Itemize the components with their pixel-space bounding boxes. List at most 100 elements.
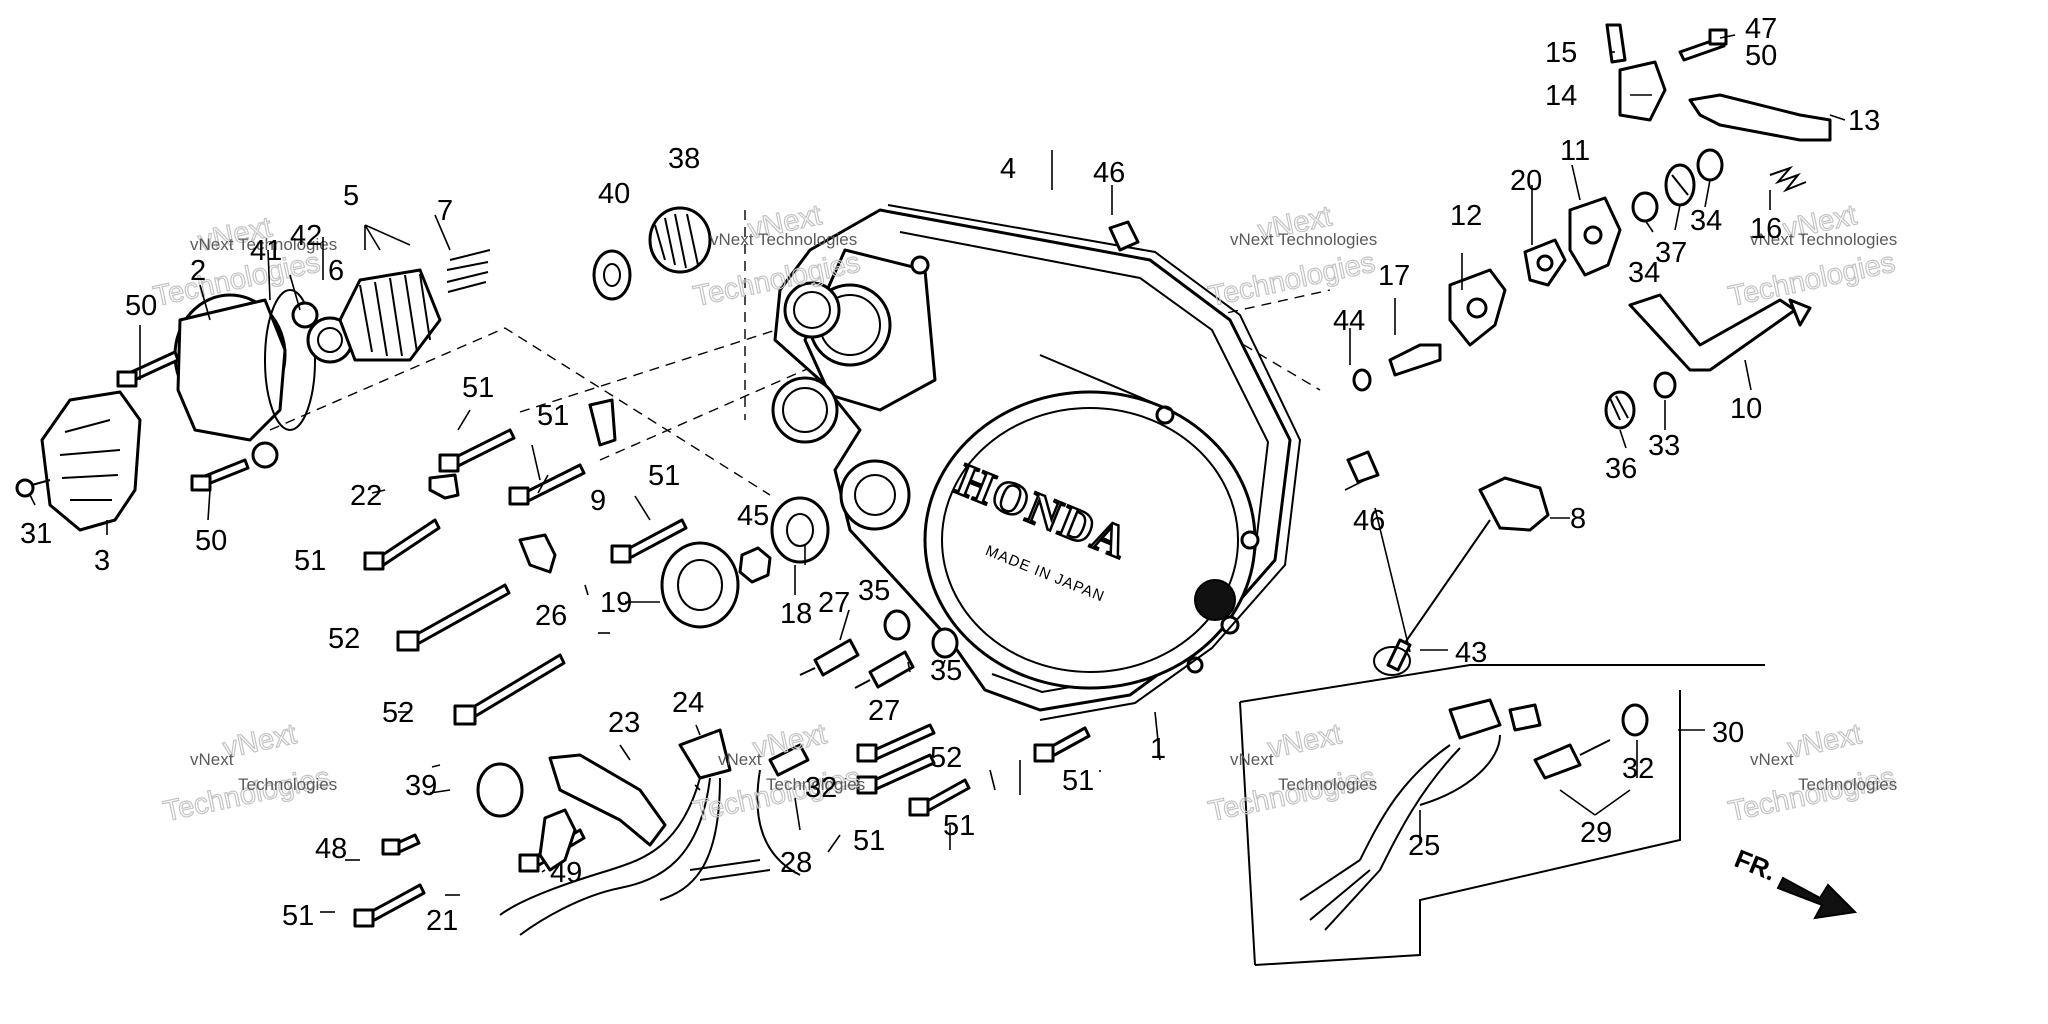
svg-text:vNext: vNext [750, 718, 829, 765]
svg-text:Technologies: Technologies [766, 775, 865, 794]
callout-6: 6 [328, 255, 344, 287]
callout-50a: 50 [125, 290, 157, 322]
callout-11: 11 [1560, 135, 1590, 167]
callout-51d: 51 [294, 545, 326, 577]
callout-32b: 32 [1622, 753, 1654, 785]
bolts [353, 428, 1091, 928]
clamps-and-wiring [428, 398, 810, 936]
svg-text:vNext: vNext [1230, 750, 1274, 769]
callout-52a: 52 [328, 623, 360, 655]
callout-48: 48 [315, 833, 347, 865]
callout-8: 8 [1570, 503, 1586, 535]
leader-lines [29, 34, 1846, 913]
callout-32a: 32 [805, 772, 837, 804]
callout-34b: 34 [1690, 205, 1722, 237]
svg-text:Technologies: Technologies [1206, 247, 1378, 313]
callout-14: 14 [1545, 80, 1577, 112]
callout-51c: 51 [648, 460, 680, 492]
svg-text:Technologies: Technologies [1726, 247, 1898, 313]
front-label: FR. [1730, 843, 1780, 887]
callout-50b: 50 [195, 525, 227, 557]
callout-23: 23 [608, 707, 640, 739]
svg-text:Technologies: Technologies [1278, 775, 1377, 794]
svg-text:Technologies: Technologies [161, 762, 333, 828]
callout-42: 42 [290, 220, 322, 252]
callout-25: 25 [1408, 830, 1440, 862]
callout-46b: 46 [1353, 505, 1385, 537]
callout-17: 17 [1378, 260, 1410, 292]
svg-text:vNext: vNext [190, 750, 234, 769]
front-direction-arrow: FR. [1730, 843, 1858, 920]
watermark-8: Technologies vNext vNext Technologies [1725, 718, 1898, 829]
callout-40: 40 [598, 178, 630, 210]
callout-52b: 52 [382, 697, 414, 729]
callout-27a: 27 [818, 587, 850, 619]
callout-49: 49 [550, 857, 582, 889]
svg-text:vNext: vNext [1230, 230, 1274, 249]
svg-text:Technologies: Technologies [1206, 762, 1378, 828]
callout-35b: 35 [930, 655, 962, 687]
callout-27b: 27 [868, 695, 900, 727]
svg-text:Technologies: Technologies [1798, 775, 1897, 794]
callout-41: 41 [250, 235, 282, 267]
callout-34a: 34 [1628, 257, 1660, 289]
watermark-7: Technologies vNext vNext Technologies [1205, 718, 1378, 829]
callout-29: 29 [1580, 817, 1612, 849]
callout-38: 38 [668, 143, 700, 175]
callout-15: 15 [1545, 37, 1577, 69]
callout-47: 47 [1745, 13, 1777, 45]
callout-44: 44 [1333, 305, 1365, 337]
middle-parts [476, 206, 959, 818]
callout-10: 10 [1730, 393, 1762, 425]
callout-36: 36 [1605, 453, 1637, 485]
watermark-3: Technologies vNext vNext Technologies [1205, 200, 1378, 314]
callout-7: 7 [437, 195, 453, 227]
svg-text:Technologies: Technologies [238, 775, 337, 794]
callout-43: 43 [1455, 637, 1487, 669]
callout-4: 4 [1000, 153, 1016, 185]
callout-51g: 51 [943, 810, 975, 842]
crankcase-cover: HONDA MADE IN JAPAN [771, 208, 1292, 712]
callout-3: 3 [94, 545, 110, 577]
svg-text:vNext: vNext [1265, 718, 1344, 765]
callout-51b: 51 [537, 400, 569, 432]
svg-text:vNext: vNext [190, 235, 234, 254]
callout-33: 33 [1648, 430, 1680, 462]
callout-16: 16 [1750, 213, 1782, 245]
svg-text:vNext: vNext [718, 750, 762, 769]
callout-24: 24 [672, 687, 704, 719]
callout-1: 1 [1150, 733, 1166, 765]
callout-18: 18 [780, 598, 812, 630]
callout-26: 26 [535, 600, 567, 632]
callout-51f: 51 [853, 825, 885, 857]
svg-text:Technologies: Technologies [1798, 230, 1897, 249]
callout-31: 31 [20, 518, 52, 550]
callout-21: 21 [426, 905, 458, 937]
callout-19: 19 [600, 587, 632, 619]
callout-20: 20 [1510, 165, 1542, 197]
callout-50c: 50 [1745, 40, 1777, 72]
callout-28: 28 [780, 847, 812, 879]
callout-39: 39 [405, 770, 437, 802]
callout-2: 2 [190, 255, 206, 287]
svg-text:Technologies: Technologies [238, 235, 337, 254]
callout-9: 9 [590, 485, 606, 517]
callout-30: 30 [1712, 717, 1744, 749]
svg-text:vNext: vNext [1750, 750, 1794, 769]
callout-51a: 51 [462, 372, 494, 404]
callout-52c: 52 [930, 742, 962, 774]
svg-text:vNext: vNext [1750, 230, 1794, 249]
callout-51e: 51 [1062, 765, 1094, 797]
callout-46a: 46 [1093, 157, 1125, 189]
watermark-5: Technologies vNext vNext Technologies [160, 718, 337, 829]
callout-35a: 35 [858, 575, 890, 607]
svg-text:Technologies: Technologies [1726, 762, 1898, 828]
callout-13: 13 [1848, 105, 1880, 137]
callout-45: 45 [737, 500, 769, 532]
right-parts [1108, 23, 1832, 676]
gasket [887, 204, 1302, 721]
svg-text:vNext: vNext [1785, 718, 1864, 765]
callout-5: 5 [343, 180, 359, 212]
callout-12: 12 [1450, 200, 1482, 232]
